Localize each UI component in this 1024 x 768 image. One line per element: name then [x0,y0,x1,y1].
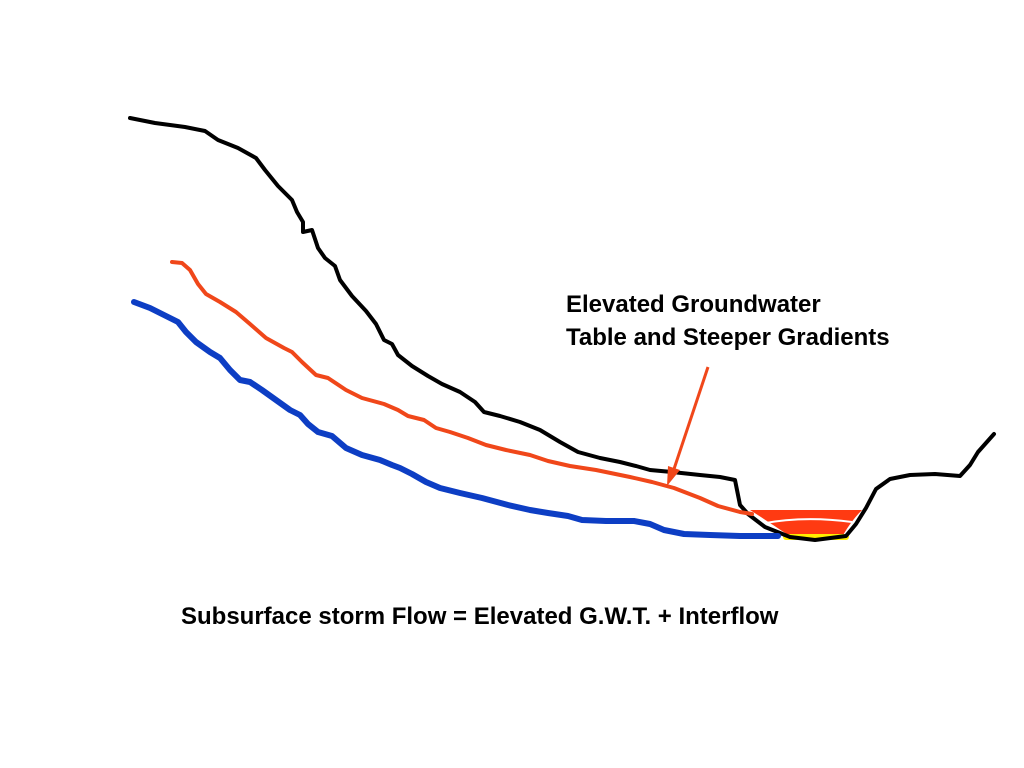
callout-label: Elevated Groundwater Table and Steeper G… [566,288,890,354]
water-surface-highlight [759,518,853,525]
normal-water-table-line [131,299,781,539]
callout-arrow-head [667,466,680,486]
callout-label-line-1: Elevated Groundwater [566,291,821,318]
callout-label-line-2: Table and Steeper Gradients [566,324,890,351]
stream-storm-water [750,510,862,537]
callout-arrow-shaft [671,366,710,473]
caption-equation: Subsurface storm Flow = Elevated G.W.T. … [181,603,779,630]
elevated-water-table-line [170,260,754,516]
ground-surface-line [128,116,996,542]
